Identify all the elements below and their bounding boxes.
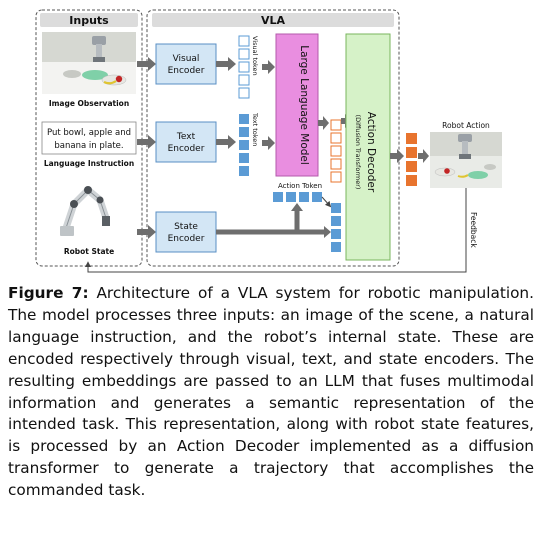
vla-title: VLA [261,14,286,27]
visual-encoder: Visual Encoder [155,43,217,85]
caption-label: Figure 7: [8,284,89,302]
text-encoder: Text Encoder [155,121,217,163]
svg-text:Encoder: Encoder [168,234,205,244]
robot-action-photo [430,132,502,188]
figure-caption: Figure 7: Architecture of a VLA system f… [8,283,534,502]
action-decoder-label: Action Decoder [365,112,377,193]
llm-output-tokens [330,119,342,183]
action-decoder: Action Decoder (Diffusion Transformer) [345,33,391,261]
svg-text:State: State [174,222,198,232]
image-observation-label: Image Observation [49,99,129,108]
language-instruction-label: Language Instruction [44,159,134,168]
action-token-label: Action Token [278,182,322,190]
robot-action-label: Robot Action [442,121,490,130]
input-arrows [137,57,156,239]
large-language-model: Large Language Model [275,33,319,177]
feedback-loop [85,188,467,273]
robot-state-label: Robot State [64,247,114,256]
action-tokens [273,192,322,202]
image-observation-photo [42,32,136,94]
action-decoder-sub-label: (Diffusion Transformer) [354,115,362,190]
state-encoder: State Encoder [155,211,217,253]
svg-text:Encoder: Encoder [168,66,205,76]
llm-output-arrow [318,116,329,130]
svg-text:Encoder: Encoder [168,144,205,154]
vla-panel: VLA [146,9,400,267]
state-encoder-arrow [216,203,331,238]
encoder-token-arrows [216,57,236,149]
instruction-text-line1: Put bowl, apple and [47,128,131,138]
robot-arm-illustration [60,186,110,236]
visual-token-label: Visual token [251,36,259,76]
inputs-title: Inputs [69,14,109,27]
instruction-text-line2: banana in plate. [54,141,123,151]
caption-text: Architecture of a VLA system for robotic… [8,284,534,500]
action-token-arrow [321,196,332,208]
llm-label: Large Language Model [298,45,310,165]
visual-tokens [238,35,250,99]
vla-architecture-diagram: Inputs VLA Image Observation Put bowl, a… [35,9,502,273]
feedback-label: Feedback [469,212,478,248]
state-tokens [331,203,341,252]
text-token-label: Text token [251,112,259,146]
token-llm-arrows [262,60,275,150]
instruction-box: Put bowl, apple and banana in plate. [41,121,137,155]
robot-action-arrow [418,149,429,163]
decoder-output-arrow [390,149,404,163]
text-tokens [239,114,249,176]
inputs-panel: Inputs [35,9,143,267]
action-output-tokens [406,133,417,186]
svg-text:Visual: Visual [173,54,200,64]
svg-text:Text: Text [176,132,196,142]
